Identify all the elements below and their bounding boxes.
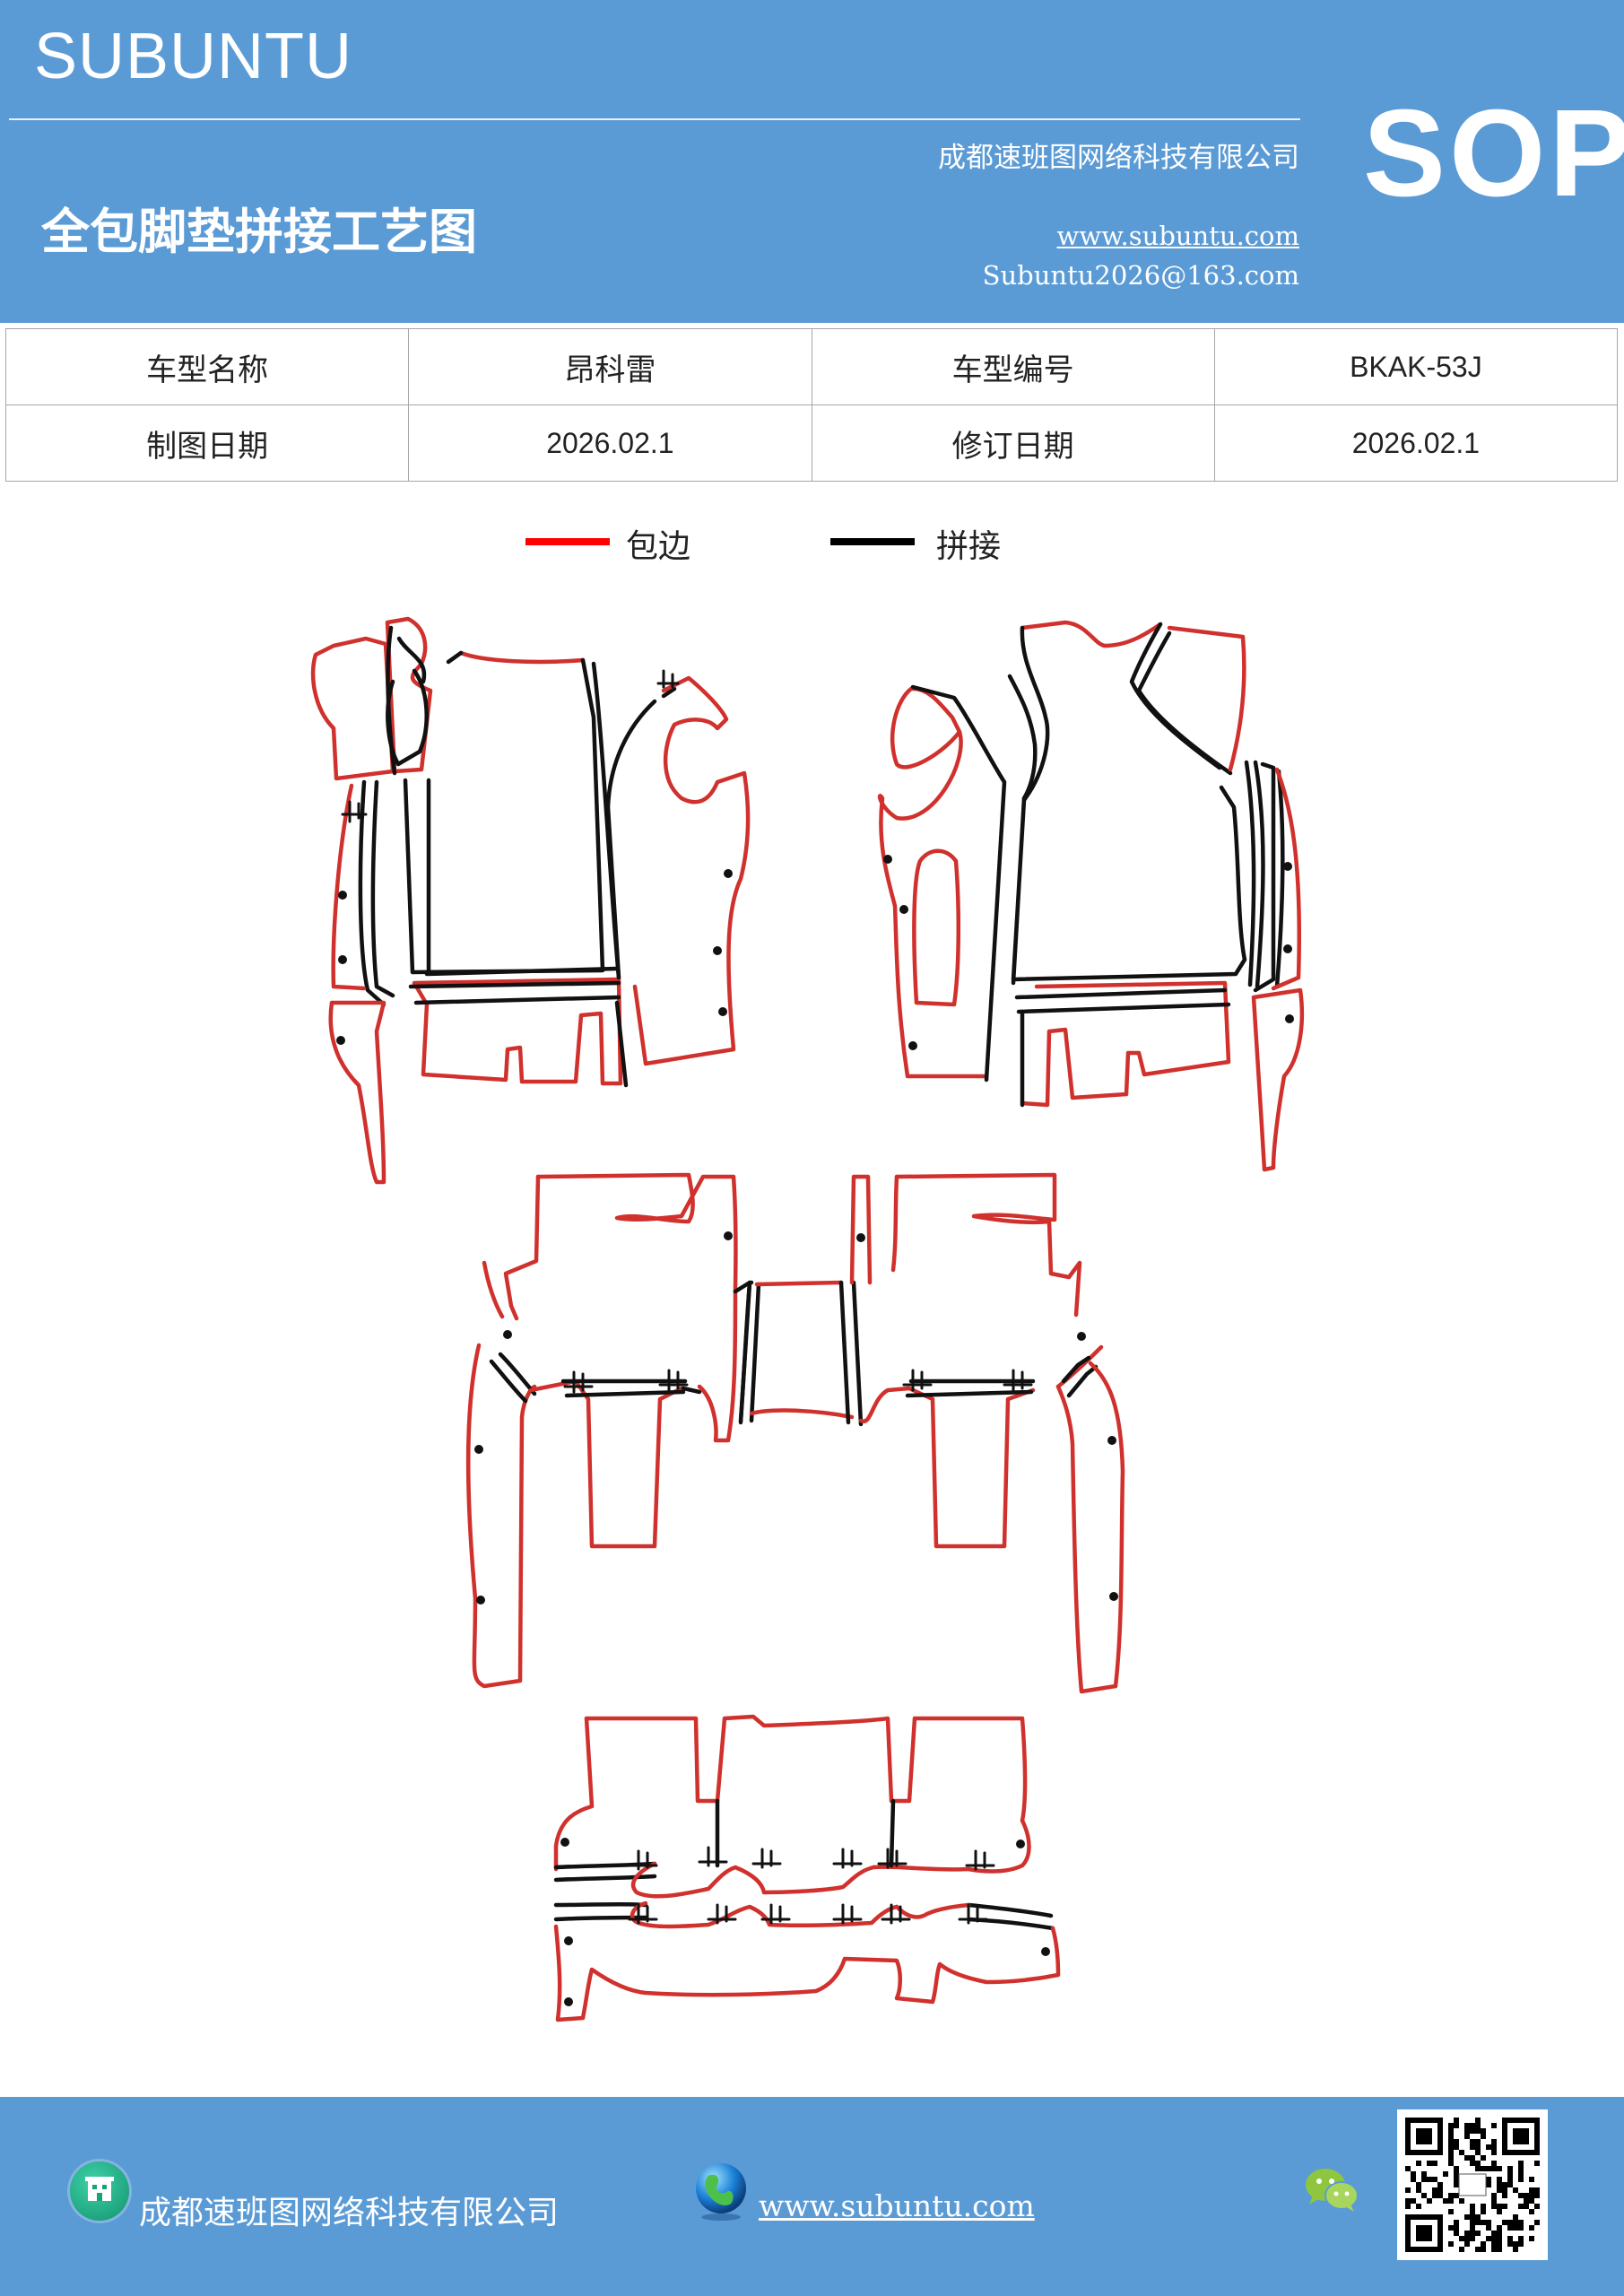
model-name-label: 车型名称 (4, 328, 410, 405)
header-company: 成都速班图网络科技有限公司 (938, 142, 1299, 174)
middle-mat (465, 1172, 1125, 1694)
legend-seam-label: 拼接 (936, 528, 1002, 565)
wechat-icon[interactable] (1302, 2163, 1363, 2217)
qr-code[interactable] (1397, 2109, 1548, 2260)
footer-banner: 成都速班图网络科技有限公司 www.subuntu.com (0, 2097, 1624, 2296)
legend: 包边 拼接 (0, 520, 1624, 574)
seam-alignment-marks (341, 669, 1033, 1925)
legend-edge-swatch (525, 538, 610, 545)
legend-seam-swatch (830, 538, 915, 545)
front-right-mat (877, 620, 1305, 1172)
model-code-value: BKAK-53J (1213, 328, 1619, 405)
sop-badge: SOP (1363, 84, 1624, 222)
header-divider (9, 118, 1300, 120)
legend-edge-label: 包边 (626, 528, 691, 565)
globe-icon (690, 2160, 753, 2222)
building-icon (70, 2161, 129, 2221)
front-left-mat (310, 616, 751, 1185)
vehicle-info-table: 车型名称 昂科雷 车型编号 BKAK-53J 制图日期 2026.02.1 修订… (4, 328, 1619, 482)
table-row: 制图日期 2026.02.1 修订日期 2026.02.1 (4, 404, 1619, 482)
document-title: 全包脚垫拼接工艺图 (41, 204, 477, 260)
rear-mat (553, 1714, 1061, 2022)
revision-date-label: 修订日期 (811, 404, 1215, 482)
draw-date-value: 2026.02.1 (408, 404, 812, 482)
brand-name: SUBUNTU (34, 21, 353, 92)
table-row: 车型名称 昂科雷 车型编号 BKAK-53J (4, 328, 1619, 405)
footer-company: 成都速班图网络科技有限公司 (139, 2195, 560, 2231)
revision-date-value: 2026.02.1 (1213, 404, 1619, 482)
model-name-value: 昂科雷 (408, 328, 812, 405)
draw-date-label: 制图日期 (4, 404, 410, 482)
floor-mat-drawing (310, 616, 1305, 2022)
positioning-dots (336, 855, 1294, 2006)
header-website-link[interactable]: www.subuntu.com (1056, 221, 1299, 251)
footer-website-link[interactable]: www.subuntu.com (759, 2188, 1035, 2223)
header-email[interactable]: Subuntu2026@163.com (982, 260, 1299, 291)
header-banner: SUBUNTU 成都速班图网络科技有限公司 全包脚垫拼接工艺图 www.subu… (0, 0, 1624, 323)
model-code-label: 车型编号 (811, 328, 1215, 405)
